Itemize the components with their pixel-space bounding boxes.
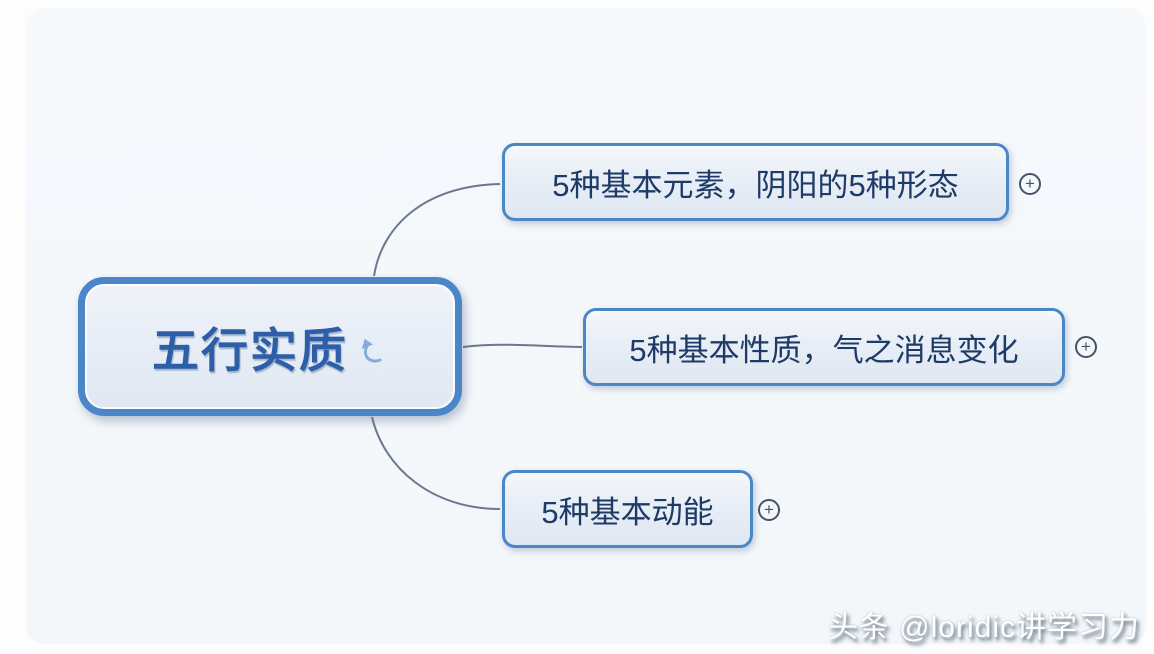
child-node-2[interactable]: 5种基本性质，气之消息变化 — [583, 308, 1065, 386]
root-node-label: 五行实质 — [152, 324, 348, 377]
rotate-arrow-icon[interactable] — [358, 334, 388, 366]
expand-button-2[interactable]: + — [1075, 336, 1097, 358]
watermark-text: 头条 @loridic讲学习力 — [827, 611, 1140, 644]
child-node-2-label: 5种基本性质，气之消息变化 — [629, 332, 1019, 368]
child-node-3-label: 5种基本动能 — [541, 494, 714, 530]
child-node-1[interactable]: 5种基本元素，阴阳的5种形态 — [502, 143, 1009, 221]
expand-button-1[interactable]: + — [1019, 173, 1041, 195]
expand-button-3[interactable]: + — [758, 499, 780, 521]
child-node-1-label: 5种基本元素，阴阳的5种形态 — [552, 167, 959, 203]
child-node-3[interactable]: 5种基本动能 — [502, 470, 753, 548]
root-node[interactable]: 五行实质 — [78, 277, 462, 416]
